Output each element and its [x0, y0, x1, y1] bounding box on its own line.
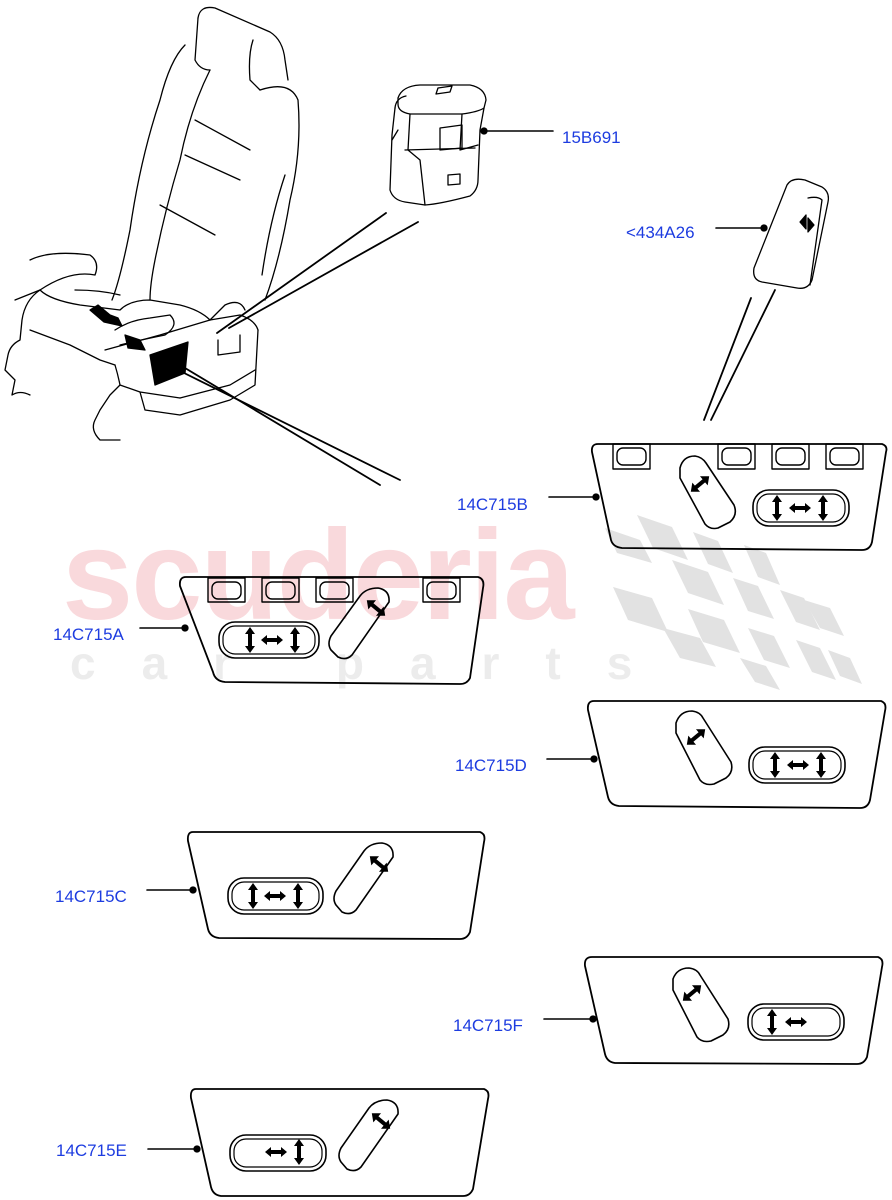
panel-14c715d — [586, 700, 887, 809]
seat-illustration — [4, 6, 300, 441]
up-down-arrow-icon — [245, 627, 255, 653]
panel-14c715b — [590, 443, 888, 551]
callout-434a26[interactable]: <434A26 — [626, 223, 695, 242]
callout-14c715a[interactable]: 14C715A — [53, 625, 124, 644]
watermark-sub-text: car parts — [70, 637, 679, 689]
up-down-arrow-icon — [770, 752, 780, 778]
up-down-arrow-icon — [290, 627, 300, 653]
up-down-arrow-icon — [767, 1009, 777, 1035]
callout-14c715b[interactable]: 14C715B — [457, 495, 528, 514]
left-right-arrow-icon — [261, 635, 283, 645]
up-down-arrow-icon — [293, 883, 303, 909]
callout-14c715c[interactable]: 14C715C — [55, 887, 127, 906]
panel-14c715f — [583, 956, 884, 1065]
callout-14c715e[interactable]: 14C715E — [56, 1141, 127, 1160]
part-15b691-drawing — [389, 84, 487, 206]
diagonal-arrow-icon — [678, 980, 706, 1006]
diagonal-arrow-icon — [682, 724, 710, 750]
panel-14c715a — [178, 576, 485, 685]
callout-15b691[interactable]: 15B691 — [562, 128, 621, 147]
left-right-arrow-icon — [265, 1147, 287, 1157]
up-down-arrow-icon — [772, 495, 782, 521]
watermark-main-text: scuderia — [62, 504, 574, 647]
callout-14c715f[interactable]: 14C715F — [453, 1016, 523, 1035]
callout-14c715d[interactable]: 14C715D — [455, 756, 527, 775]
diagonal-arrow-icon — [367, 1108, 395, 1134]
up-down-arrow-icon — [816, 752, 826, 778]
panel-14c715c — [186, 831, 486, 940]
up-down-arrow-icon — [248, 883, 258, 909]
left-right-arrow-icon — [785, 1017, 807, 1027]
diagonal-arrow-icon — [686, 471, 714, 497]
left-right-arrow-icon — [787, 760, 809, 770]
part-434a26-drawing — [753, 178, 830, 289]
left-right-arrow-icon — [264, 891, 286, 901]
left-right-arrow-icon — [789, 503, 811, 513]
up-down-arrow-icon — [294, 1139, 304, 1165]
up-down-arrow-icon — [818, 495, 828, 521]
panel-14c715e — [189, 1088, 490, 1197]
